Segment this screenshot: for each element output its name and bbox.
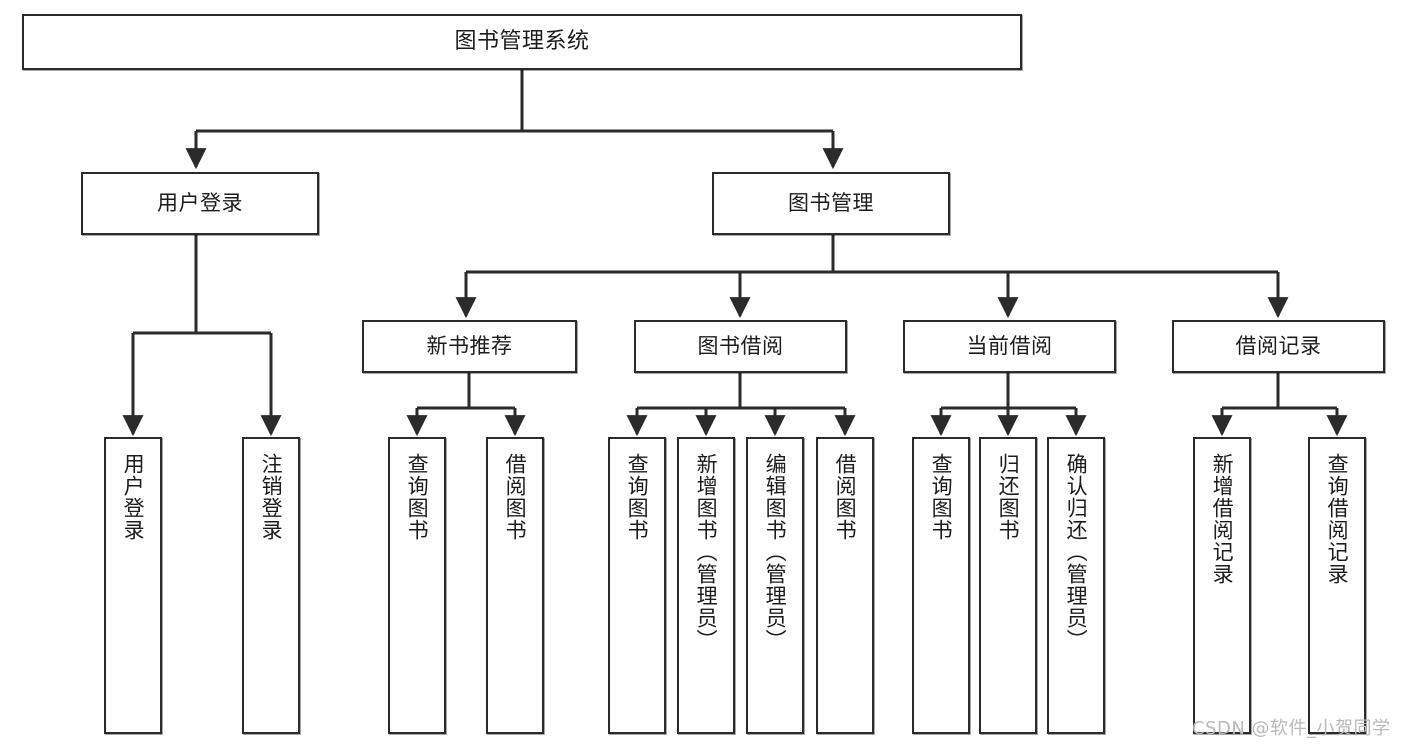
- leaf-borrow-query-label: 查询图书: [625, 453, 650, 541]
- leaf-borrow-query[interactable]: 查询图书: [608, 437, 666, 734]
- leaf-user-login-signin[interactable]: 用户登录: [104, 437, 162, 734]
- node-book-management[interactable]: 图书管理: [712, 172, 950, 235]
- leaf-borrow-edit-book[interactable]: 编辑图书（管理员）: [746, 437, 804, 734]
- node-borrow-records-label: 借阅记录: [1235, 334, 1322, 359]
- node-book-borrow[interactable]: 图书借阅: [634, 320, 847, 373]
- node-root-label: 图书管理系统: [454, 29, 590, 55]
- leaf-records-query-label: 查询借阅记录: [1325, 453, 1350, 585]
- leaf-new-book-query[interactable]: 查询图书: [388, 437, 446, 734]
- leaf-records-add-label: 新增借阅记录: [1210, 453, 1235, 585]
- leaf-new-book-query-label: 查询图书: [405, 453, 430, 541]
- leaf-new-book-borrow-label: 借阅图书: [503, 453, 528, 541]
- leaf-current-return[interactable]: 归还图书: [979, 437, 1037, 734]
- node-current-borrow-label: 当前借阅: [966, 334, 1053, 359]
- node-book-borrow-label: 图书借阅: [697, 334, 784, 359]
- leaf-current-confirm-return[interactable]: 确认归还（管理员）: [1047, 437, 1105, 734]
- node-new-book-recommend-label: 新书推荐: [426, 334, 513, 359]
- leaf-current-query-label: 查询图书: [929, 453, 954, 541]
- csdn-watermark: CSDN @软件_小贺同学: [1192, 718, 1391, 739]
- node-current-borrow[interactable]: 当前借阅: [903, 320, 1116, 373]
- leaf-borrow-borrow-book[interactable]: 借阅图书: [816, 437, 874, 734]
- leaf-borrow-add-book[interactable]: 新增图书（管理员）: [677, 437, 735, 734]
- node-user-login-label: 用户登录: [157, 191, 243, 216]
- node-book-management-label: 图书管理: [788, 191, 874, 216]
- leaf-records-query[interactable]: 查询借阅记录: [1308, 437, 1366, 734]
- leaf-user-login-signout[interactable]: 注销登录: [242, 437, 300, 734]
- node-root[interactable]: 图书管理系统: [22, 14, 1022, 70]
- node-user-login[interactable]: 用户登录: [81, 172, 319, 235]
- leaf-records-add[interactable]: 新增借阅记录: [1193, 437, 1251, 734]
- leaf-user-login-signout-label: 注销登录: [259, 453, 284, 541]
- leaf-borrow-borrow-book-label: 借阅图书: [833, 453, 858, 541]
- leaf-borrow-add-book-label: 新增图书（管理员）: [694, 453, 719, 651]
- leaf-current-confirm-return-label: 确认归还（管理员）: [1064, 453, 1089, 651]
- leaf-current-query[interactable]: 查询图书: [912, 437, 970, 734]
- node-new-book-recommend[interactable]: 新书推荐: [362, 320, 577, 373]
- leaf-borrow-edit-book-label: 编辑图书（管理员）: [763, 453, 788, 651]
- node-borrow-records[interactable]: 借阅记录: [1172, 320, 1385, 373]
- leaf-user-login-signin-label: 用户登录: [121, 453, 146, 541]
- leaf-new-book-borrow[interactable]: 借阅图书: [486, 437, 544, 734]
- leaf-current-return-label: 归还图书: [996, 453, 1021, 541]
